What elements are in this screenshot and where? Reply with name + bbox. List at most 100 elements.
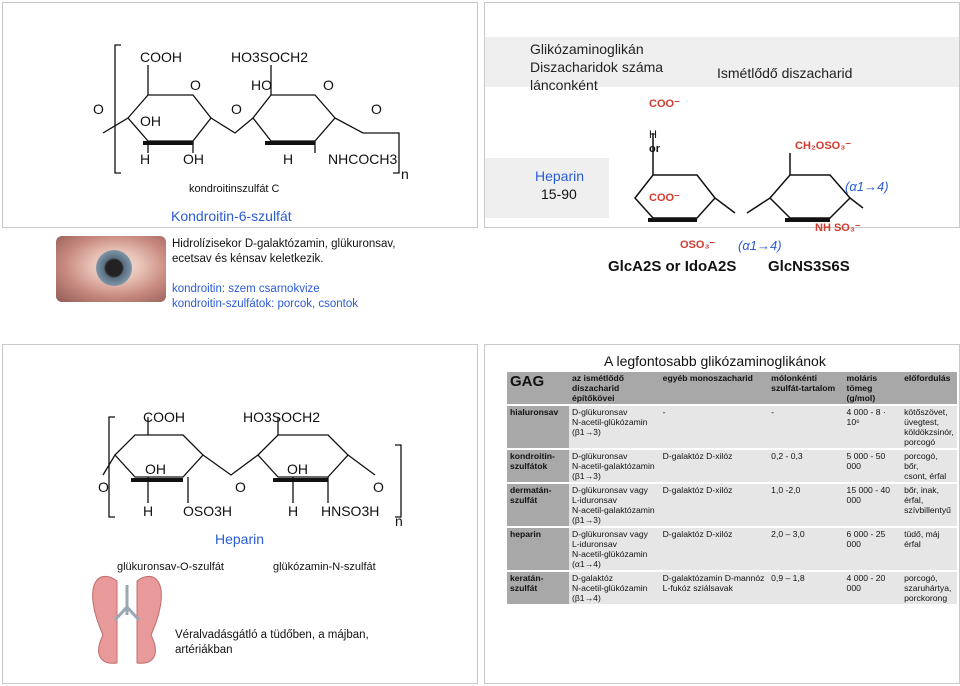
- cell-blocks-line: N-acetil-galaktózamin: [572, 505, 655, 515]
- cell-mass: 4 000 - 20 000: [844, 571, 902, 604]
- formula-cooh: COOH: [140, 49, 182, 65]
- ch2oso3-label: CH₂OSO₃⁻: [795, 140, 852, 152]
- cell-mass: 5 000 - 50 000: [844, 449, 902, 483]
- header-gag: GAG: [507, 372, 569, 405]
- unit1-label: GlcA2S or IdoA2S: [608, 258, 737, 275]
- formula-h: H: [143, 503, 154, 519]
- slide-chondroitin-6-sulfate: COOH HO3SOCH2 O O HO OH OH H H O O O NHC…: [2, 2, 478, 228]
- cell-blocks-line: (β1→3): [572, 515, 601, 525]
- header-occurrence: előfordulás: [901, 372, 957, 405]
- cell-blocks-line: L-iduronsav: [572, 539, 617, 549]
- cell-occurrence-line: köldökzsinór,: [904, 427, 954, 437]
- cell-gag-name: kondroitin-szulfátok: [507, 449, 569, 483]
- cell-sulfate: 2,0 – 3,0: [768, 527, 843, 571]
- header-cell: [485, 37, 609, 87]
- cell-blocks-line: (β1→3): [572, 471, 601, 481]
- formula-o-ring2: O: [323, 77, 334, 93]
- coo-label-2: COO⁻: [649, 192, 680, 204]
- data-cell: [485, 158, 609, 218]
- formula-o-left: O: [98, 479, 109, 495]
- cell-occurrence-line: porcogó, bőr,: [904, 451, 938, 471]
- cell-gag-name-line: kondroitin-szulfátok: [510, 451, 555, 471]
- gag-table: GAG az ismétlődő diszacharid építőkövei …: [507, 372, 957, 604]
- h-label: H: [649, 129, 657, 141]
- cell-blocks-line: D-glükuronsav vagy: [572, 485, 648, 495]
- gag-subtitle-2: lánconként: [530, 77, 598, 93]
- heparin-range: 15-90: [541, 186, 577, 202]
- cell-occurrence-line: tüdő, máj: [904, 529, 940, 539]
- cell-gag-name: dermatán-szulfát: [507, 483, 569, 527]
- cell-occurrence: kötőszövet,üvegtest,köldökzsinór,porcogó: [901, 405, 957, 449]
- cell-sulfate: 1,0 -2,0: [768, 483, 843, 527]
- cell-other-line: D-galaktózamin D-mannóz L-fukóz sziálsav…: [662, 573, 765, 593]
- cell-gag-name-line: hialuronsav: [510, 407, 559, 417]
- formula-h-2: H: [283, 151, 294, 167]
- cell-blocks-line: (β1→3): [572, 427, 601, 437]
- cell-occurrence-line: szaruhártya,: [904, 583, 952, 593]
- formula-ho3soch2: HO3SOCH2: [231, 49, 309, 65]
- heparin-title: Heparin: [215, 531, 265, 547]
- formula-o-link: O: [235, 479, 246, 495]
- formula-o-ring1: O: [190, 77, 201, 93]
- cell-sulfate-line: 2,0 – 3,0: [771, 529, 805, 539]
- formula-oh-2: OH: [183, 151, 204, 167]
- formula-n: n: [395, 513, 403, 529]
- cell-blocks-line: L-iduronsav: [572, 495, 617, 505]
- header-mass: moláris tömeg (g/mol): [843, 372, 902, 405]
- cell-mass: 4 000 - 8 · 10⁶: [844, 405, 902, 449]
- cell-occurrence-line: szívbillentyű: [904, 505, 951, 515]
- cell-other: D-galaktóz D-xilóz: [660, 449, 769, 483]
- cell-sulfate-line: 0,2 - 0,3: [771, 451, 803, 461]
- formula-cooh: COOH: [143, 409, 185, 425]
- formula-hnso3h: HNSO3H: [321, 503, 380, 519]
- cell-blocks-line: N-acetil-glükózamin: [572, 549, 648, 559]
- cell-other-line: D-galaktóz D-xilóz: [662, 451, 733, 461]
- cell-other: D-galaktóz D-xilóz: [660, 527, 769, 571]
- label-glucuronic: glükuronsav-O-szulfát: [117, 561, 224, 573]
- gag-title: Glikózaminoglikán: [530, 41, 644, 57]
- formula-oh-1: OH: [145, 461, 166, 477]
- formula-n: n: [401, 166, 409, 182]
- cell-blocks-line: (β1→4): [572, 593, 601, 603]
- gag-subtitle-1: Diszacharidok száma: [530, 59, 664, 75]
- formula-oso3h: OSO3H: [183, 503, 233, 519]
- cell-occurrence-line: porcogó,: [904, 573, 938, 583]
- cell-occurrence: bőr, inak,érfal,szívbillentyű: [901, 483, 957, 527]
- cell-blocks-line: D-glükuronsav: [572, 407, 628, 417]
- cell-other-line: -: [662, 407, 666, 417]
- cell-other: D-galaktózamin D-mannóz L-fukóz sziálsav…: [660, 571, 769, 604]
- formula-o-left: O: [93, 101, 104, 117]
- cell-occurrence-line: érfal,: [904, 495, 924, 505]
- eye-iris: [96, 250, 132, 286]
- coo-label-1: COO⁻: [649, 98, 680, 110]
- cell-mass: 6 000 - 25 000: [844, 527, 902, 571]
- info-text-2: ecetsav és kénsav keletkezik.: [172, 253, 324, 265]
- cell-gag-name: hialuronsav: [507, 405, 569, 449]
- cell-occurrence-line: csont, érfal: [904, 471, 947, 481]
- cell-sulfate: 0,2 - 0,3: [768, 449, 843, 483]
- slide-heparin-repeat-unit: Glikózaminoglikán Diszacharidok száma lá…: [484, 2, 960, 234]
- table-header-row: GAG az ismétlődő diszacharid építőkövei …: [507, 372, 957, 405]
- cell-sulfate-line: -: [771, 407, 775, 417]
- cell-blocks-line: D-glükuronsav vagy: [572, 529, 648, 539]
- cell-sulfate: -: [768, 405, 843, 449]
- chondroitin-structure-drawing: [102, 44, 400, 174]
- cell-gag-name: heparin: [507, 527, 569, 571]
- repeat-label: Ismétlődő diszacharid: [717, 65, 853, 81]
- formula-oh-1: OH: [140, 113, 161, 129]
- slide-chondroitin-info: Hidrolízisekor D-galaktózamin, glükurons…: [0, 228, 480, 338]
- formula-h-2: H: [288, 503, 299, 519]
- cell-gag-name-line: keratán-szulfát: [510, 573, 544, 593]
- cell-other-line: D-galaktóz D-xilóz: [662, 529, 733, 539]
- info-blue-2: kondroitin-szulfátok: porcok, csontok: [172, 298, 359, 310]
- cell-other: -: [660, 405, 769, 449]
